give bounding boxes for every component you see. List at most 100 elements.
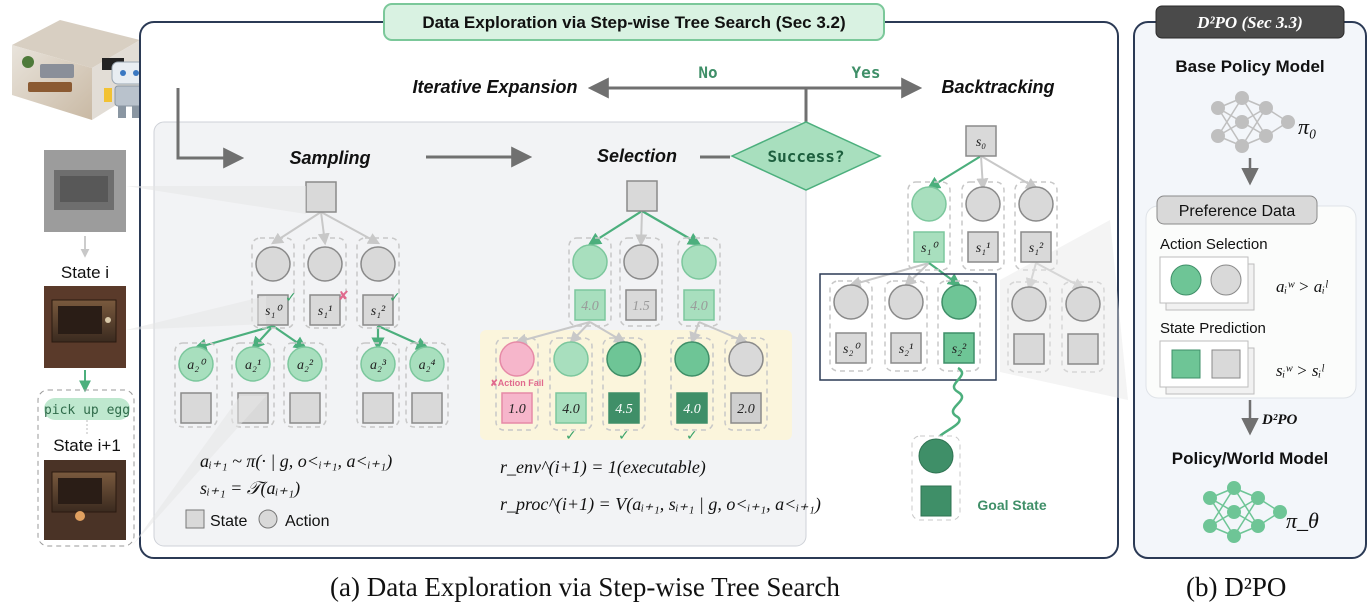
sampling-level2-group <box>174 342 218 428</box>
backtrack-level2-action <box>941 284 977 320</box>
tree-edge <box>272 325 308 350</box>
action-node-label: a₂² <box>297 358 314 373</box>
network-neuron <box>1235 115 1249 129</box>
sampling-level1-action <box>307 246 343 282</box>
sampling-level2-state <box>411 392 443 424</box>
legend-action-label: Action <box>285 513 329 530</box>
tree-edge <box>377 324 430 350</box>
selection-level2-action <box>553 341 589 377</box>
banner-b-text: D²PO (Sec 3.3) <box>1196 13 1303 32</box>
selection-level1-action <box>572 244 608 280</box>
goal-state-node <box>920 485 952 517</box>
network-neuron <box>1227 505 1241 519</box>
success-diamond <box>730 121 882 191</box>
state-node-label: s₂⁰ <box>843 342 861 357</box>
zoom-cone-3 <box>132 396 266 546</box>
policy-world-network-icon <box>1203 481 1287 543</box>
sampling-level2-group <box>231 342 275 428</box>
state-transition-box <box>37 389 135 547</box>
selection-label: Selection <box>597 146 677 166</box>
banner-a <box>383 3 885 41</box>
network-link <box>1233 497 1259 537</box>
backtrack-level2-state <box>890 332 922 364</box>
state-node-label: 1.0 <box>508 402 526 417</box>
backtrack-level1-state <box>1020 231 1052 263</box>
sampling-level2-action <box>360 346 396 382</box>
backtrack-level2-action <box>888 284 924 320</box>
goal-action-node <box>918 438 954 474</box>
preference-data-label: Preference Data <box>1179 203 1296 220</box>
backtrack-level1-state <box>913 231 945 263</box>
state-node-label: 4.5 <box>615 402 633 417</box>
caption-b: (b) D²PO <box>1186 572 1287 602</box>
selection-level1-group <box>568 237 612 327</box>
backtrack-root-state <box>965 125 997 157</box>
backtrack-level2-group <box>937 280 981 372</box>
base-policy-label: Base Policy Model <box>1175 57 1324 76</box>
backtrack-highlight-box <box>819 273 997 381</box>
backtrack-side-state <box>1067 333 1099 365</box>
legend-state-swatch <box>185 509 205 529</box>
state-node-label: s₁¹ <box>318 304 333 319</box>
network-neuron <box>1203 519 1217 533</box>
selection-level2-group <box>495 337 539 431</box>
sampling-level2-action <box>178 346 214 382</box>
backtrack-level2-action <box>833 284 869 320</box>
selection-level2-action <box>674 341 710 377</box>
state-i-image <box>44 286 126 368</box>
state-i-label: State i <box>61 263 109 282</box>
state-preference-text: sᵢʷ > sᵢˡ <box>1276 361 1324 380</box>
sampling-level2-action <box>409 346 445 382</box>
backtrack-level1-group <box>961 181 1005 271</box>
network-neuron <box>1235 91 1249 105</box>
selection-level2-group <box>670 337 714 431</box>
network-neuron <box>1211 101 1225 115</box>
state-node-label: 1.5 <box>632 299 650 314</box>
action-selection-label: Action Selection <box>1160 236 1268 253</box>
preferred-state-node <box>1171 349 1201 379</box>
sampling-level2-group <box>283 342 327 428</box>
state-node-label: 4.0 <box>690 299 708 314</box>
sampling-level1-state <box>309 294 341 326</box>
state-node-label: s₁² <box>371 304 386 319</box>
sampling-level2-action <box>235 346 271 382</box>
backtrack-level1-group <box>1014 181 1058 271</box>
goal-state-label: Goal State <box>977 497 1046 513</box>
network-neuron <box>1203 491 1217 505</box>
rejected-state-node <box>1211 349 1241 379</box>
selection-level1-group <box>677 237 721 327</box>
selection-level2-action <box>606 341 642 377</box>
backtrack-level1-action <box>1018 186 1054 222</box>
state-i1-label: State i+1 <box>53 436 121 455</box>
state-node-label: s₁⁰ <box>265 304 283 319</box>
tree-edge <box>251 325 274 350</box>
check-icon: ✓ <box>618 428 630 444</box>
instruction-text: pick up egg <box>44 403 130 418</box>
backtrack-level2-group <box>829 280 873 372</box>
state-node-label: s₀ <box>976 135 986 150</box>
selection-level2-score <box>730 392 762 424</box>
backtrack-level1-action <box>911 186 947 222</box>
zoom-cone-2 <box>126 296 266 330</box>
backtrack-side-action <box>1011 286 1047 322</box>
selection-level1-action <box>623 244 659 280</box>
backtrack-level2-state <box>835 332 867 364</box>
sampling-level2-group <box>356 342 400 428</box>
zoom-cone-1 <box>126 186 306 214</box>
selection-level2-group <box>724 337 768 431</box>
check-icon: ✓ <box>285 290 297 306</box>
action-node-label: a₂⁴ <box>419 358 436 373</box>
network-neuron <box>1259 101 1273 115</box>
backtrack-side-state <box>1013 333 1045 365</box>
preference-data-header <box>1156 195 1318 225</box>
network-neuron <box>1227 529 1241 543</box>
sampling-level2-state <box>289 392 321 424</box>
sampling-level2-state <box>362 392 394 424</box>
backtrack-level1-group <box>907 181 951 271</box>
state-node-label: s₂¹ <box>899 342 914 357</box>
backtrack-side-group <box>1007 281 1051 373</box>
caption-a: (a) Data Exploration via Step-wise Tree … <box>330 572 840 602</box>
wavy-connector <box>939 366 964 437</box>
yes-label: Yes <box>852 63 881 82</box>
